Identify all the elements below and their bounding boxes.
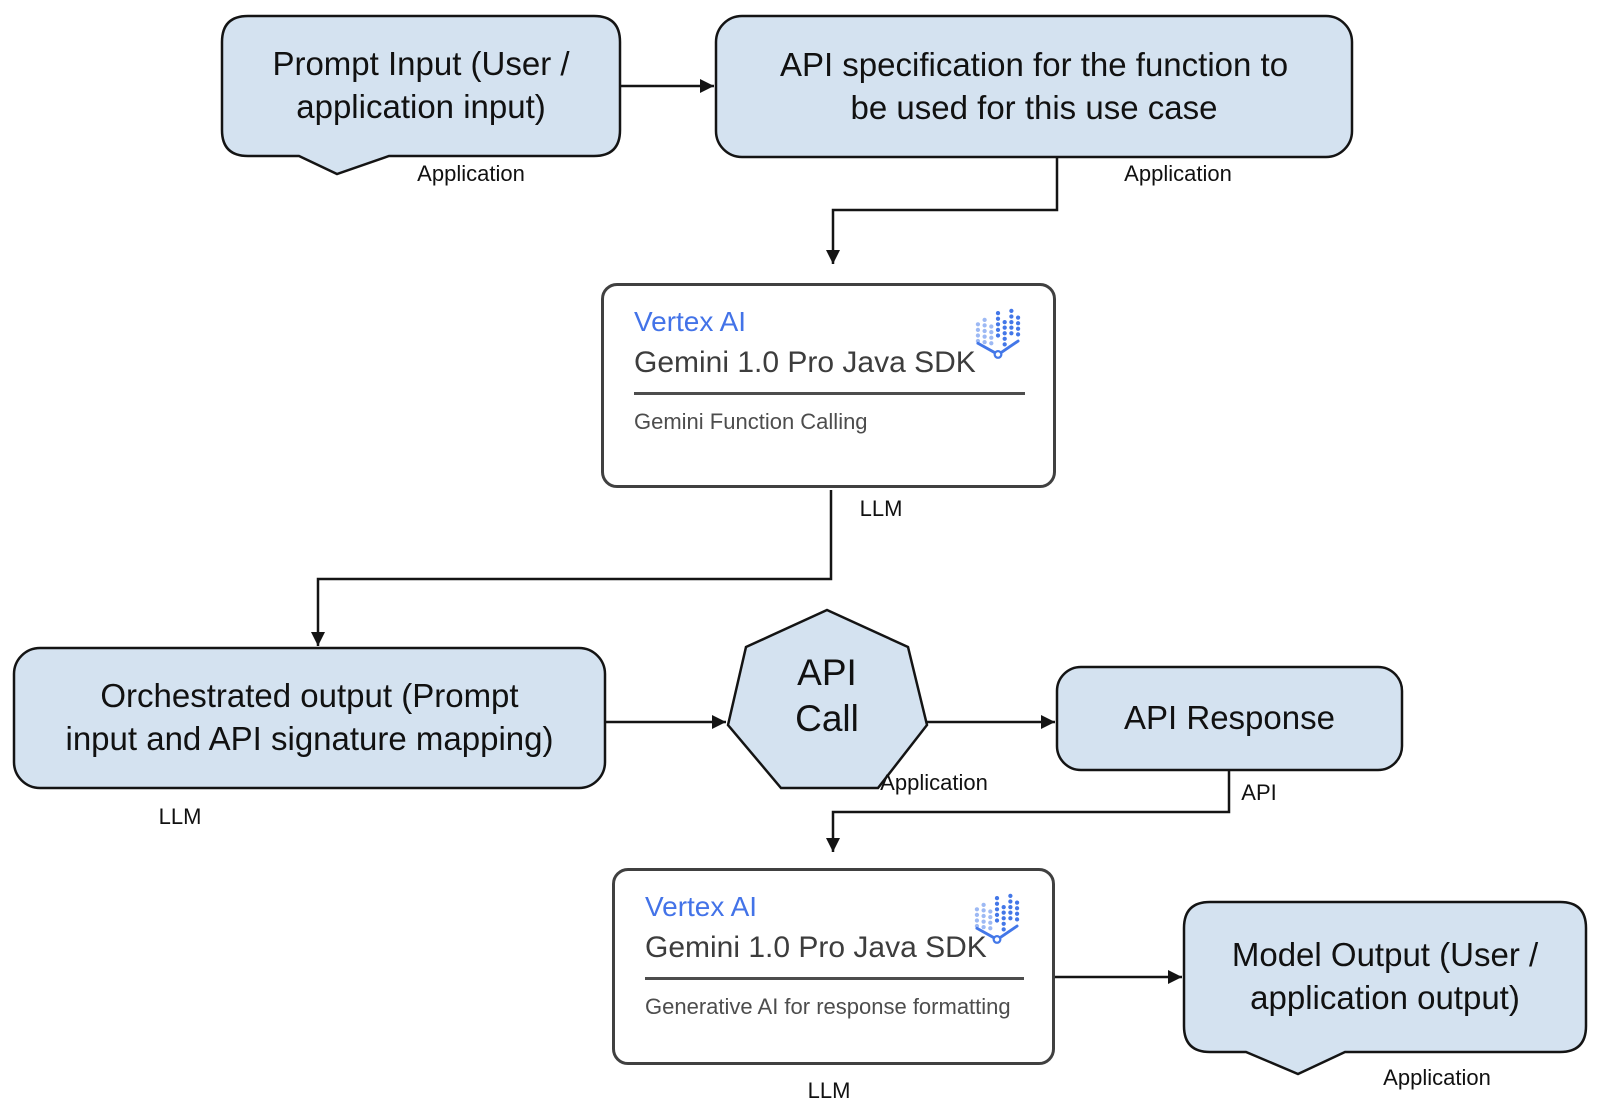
card-gemini-function-calling: Vertex AI Gemini 1.0 Pro Java SDK Gemini… bbox=[601, 283, 1056, 488]
node-api-call-shape bbox=[726, 608, 929, 790]
tag-api-response-api: API bbox=[1241, 780, 1277, 805]
gemini-sdk-title: Gemini 1.0 Pro Java SDK bbox=[645, 931, 987, 964]
card-divider bbox=[645, 977, 1024, 980]
gemini-feature-label: Generative AI for response formatting bbox=[645, 994, 1011, 1019]
vertex-ai-icon bbox=[975, 308, 1021, 359]
card-gemini-response-formatting: Vertex AI Gemini 1.0 Pro Java SDK Genera… bbox=[612, 868, 1055, 1065]
node-orchestrated-output-shape bbox=[12, 646, 607, 790]
connector-llm1-to-orchestrated bbox=[311, 490, 833, 646]
tag-model-output-application: Application bbox=[1383, 1065, 1491, 1090]
connector-apiresponse-to-llm2 bbox=[826, 770, 1231, 852]
connector-apispec-to-llm1 bbox=[826, 157, 1059, 264]
tag-api-call-application: Application bbox=[880, 770, 988, 795]
gemini-feature-label: Gemini Function Calling bbox=[634, 409, 868, 434]
node-api-response-shape bbox=[1055, 665, 1404, 772]
tag-llm-function-calling: LLM bbox=[859, 496, 903, 521]
tag-llm-response-formatting: LLM bbox=[807, 1078, 851, 1103]
tag-api-spec-application: Application bbox=[1124, 161, 1232, 186]
tag-prompt-input-application: Application bbox=[417, 161, 525, 186]
vertex-ai-icon bbox=[974, 893, 1020, 944]
node-prompt-input-shape bbox=[220, 14, 622, 176]
card-divider bbox=[634, 392, 1025, 395]
node-model-output-shape bbox=[1182, 900, 1588, 1076]
tag-llm-orchestrated-output: LLM bbox=[158, 804, 202, 829]
vertex-ai-product-name: Vertex AI bbox=[634, 306, 747, 337]
node-api-spec-shape bbox=[714, 14, 1354, 159]
vertex-ai-product-name: Vertex AI bbox=[645, 891, 758, 922]
gemini-sdk-title: Gemini 1.0 Pro Java SDK bbox=[634, 346, 976, 379]
